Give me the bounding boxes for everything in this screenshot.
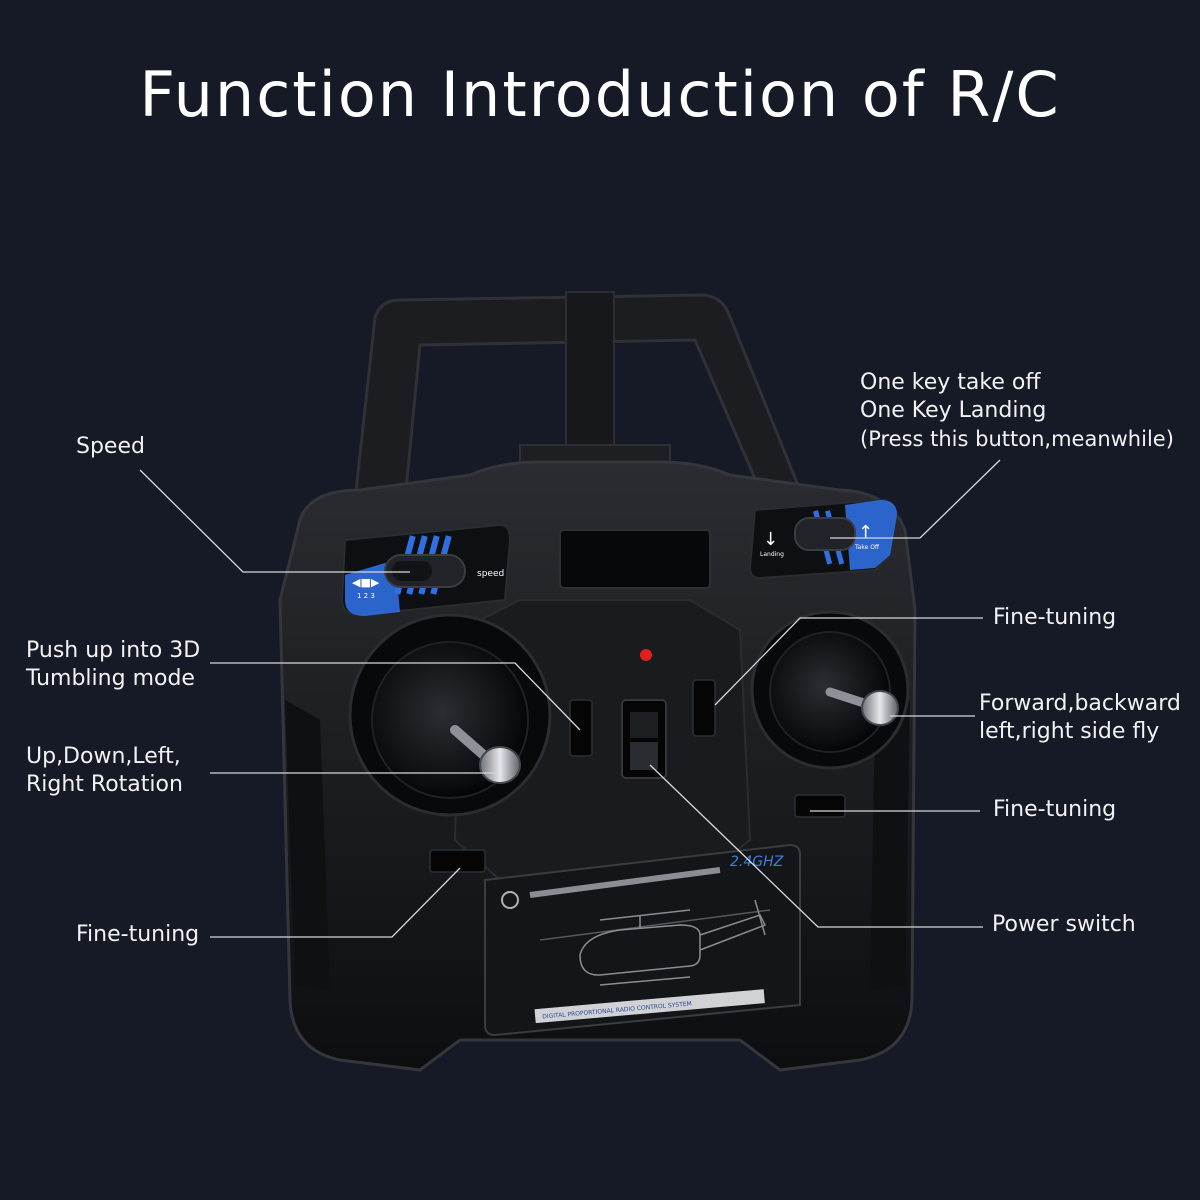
label-3d-line1: Push up into 3D: [26, 638, 201, 663]
label-flight-direction: Forward,backward left,right side fly: [979, 690, 1181, 746]
trim-left-vertical[interactable]: [569, 699, 593, 757]
landing-arrow-icon: ↓: [763, 529, 778, 550]
left-stick-knob[interactable]: [479, 746, 521, 784]
label-power-switch: Power switch: [992, 912, 1136, 937]
trim-right-vertical[interactable]: [692, 679, 716, 737]
leader-lines: [139, 459, 1001, 938]
label-takeoff-line1: One key take off: [860, 370, 1041, 395]
helicopter-graphic: [579, 899, 767, 986]
label-takeoff-landing: One key take off One Key Landing (Press …: [860, 369, 1174, 453]
label-3d-mode: Push up into 3D Tumbling mode: [26, 637, 200, 693]
label-flight-line1: Forward,backward: [979, 691, 1181, 716]
speed-panel: ◀■▶ 1 2 3 speed: [340, 523, 512, 617]
label-rotation-line1: Up,Down,Left,: [26, 744, 181, 769]
label-fine-tuning-right-top: Fine-tuning: [993, 605, 1117, 630]
landing-text: Landing: [760, 551, 784, 558]
label-takeoff-line3: (Press this button,meanwhile): [860, 427, 1174, 451]
speed-arrows-icon: ◀■▶: [352, 576, 380, 589]
takeoff-arrow-icon: ↑: [858, 522, 873, 543]
trim-left-horizontal[interactable]: [429, 849, 486, 873]
label-rotation-line2: Right Rotation: [26, 772, 183, 797]
label-3d-line2: Tumbling mode: [26, 666, 195, 691]
page-title: Function Introduction of R/C: [139, 58, 1061, 131]
trim-right-horizontal[interactable]: [794, 794, 846, 818]
takeoff-panel: ↓ ↑ Landing Take Off: [748, 498, 899, 580]
label-flight-line2: left,right side fly: [979, 719, 1160, 744]
lcd-window: [559, 529, 711, 589]
label-takeoff-line2: One Key Landing: [860, 398, 1047, 423]
left-gimbal: [348, 613, 552, 817]
battery-cover: 2.4GHZ DIGITAL PROPORTIONAL RADIO CONTRO…: [484, 843, 801, 1037]
label-rotation: Up,Down,Left, Right Rotation: [26, 743, 183, 799]
power-led: [640, 649, 652, 661]
label-fine-tuning-left: Fine-tuning: [76, 922, 200, 947]
power-switch[interactable]: [621, 699, 667, 779]
takeoff-landing-button[interactable]: [794, 517, 856, 551]
speed-digits: 1 2 3: [357, 592, 375, 600]
label-fine-tuning-right-bottom: Fine-tuning: [993, 797, 1117, 822]
frequency-label: 2.4GHZ: [730, 854, 784, 870]
label-speed: Speed: [76, 434, 145, 459]
takeoff-text: Take Off: [854, 544, 880, 551]
speed-text: speed: [477, 569, 504, 579]
right-gimbal: [750, 610, 910, 770]
right-stick-knob[interactable]: [861, 690, 899, 726]
